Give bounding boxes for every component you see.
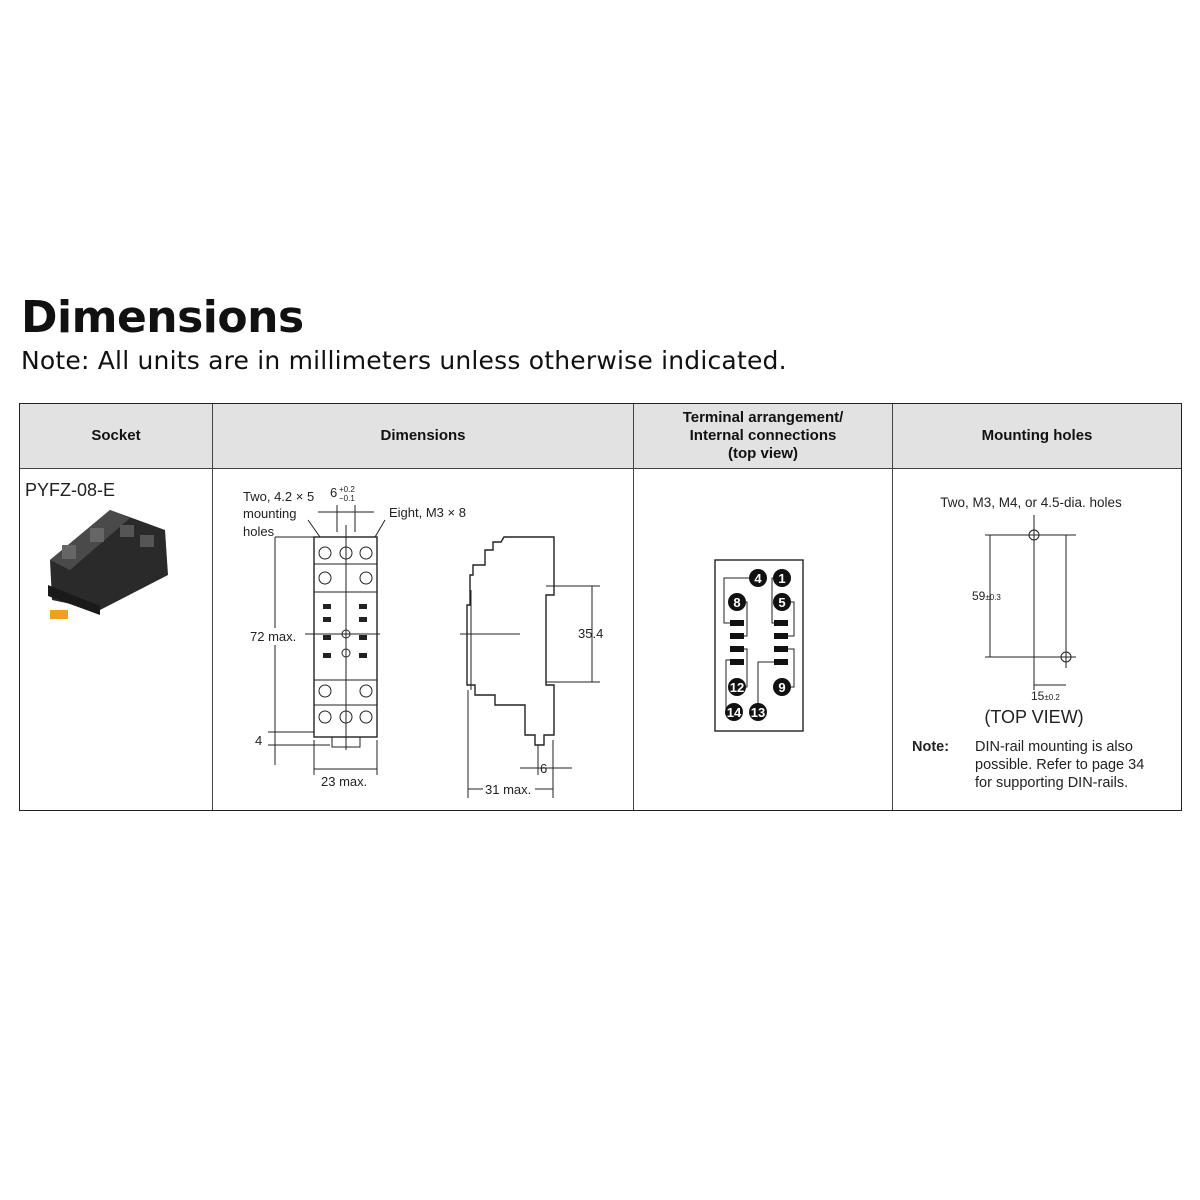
label-depth: 31 max. bbox=[485, 782, 531, 797]
terminal-pin bbox=[749, 703, 767, 721]
label-h-dim: 15±0.2 bbox=[1031, 689, 1060, 703]
terminal-number: 14 bbox=[727, 705, 742, 720]
label-mounting-holes-3: holes bbox=[243, 524, 275, 539]
terminal-pin bbox=[773, 678, 791, 696]
terminal-number: 12 bbox=[730, 680, 744, 695]
header-terminal-line1: Terminal arrangement/ bbox=[682, 409, 844, 426]
terminal-pin bbox=[773, 569, 791, 587]
header-mounting: Mounting holes bbox=[893, 404, 1181, 469]
terminal-pin bbox=[725, 703, 743, 721]
label-pitch-tol-minus: −0.1 bbox=[339, 494, 355, 503]
label-screws: Eight, M3 × 8 bbox=[389, 505, 466, 520]
terminal-pin bbox=[728, 678, 746, 696]
page-title: Dimensions bbox=[21, 292, 304, 343]
terminal-pin bbox=[728, 593, 746, 611]
note-line3: for supporting DIN-rails. bbox=[975, 775, 1128, 791]
terminal-pin bbox=[773, 593, 791, 611]
note-label: Note: bbox=[912, 739, 949, 755]
header-dimensions: Dimensions bbox=[213, 404, 634, 469]
dimensions-table: Socket Dimensions Terminal arrangement/ … bbox=[19, 403, 1182, 811]
label-holes: Two, M3, M4, or 4.5-dia. holes bbox=[940, 495, 1122, 510]
header-terminal-line3: (top view) bbox=[728, 445, 798, 462]
terminal-number: 4 bbox=[754, 571, 762, 586]
label-step: 6 bbox=[540, 761, 547, 776]
header-terminal-line2: Internal connections bbox=[689, 427, 837, 444]
units-note: Note: All units are in millimeters unles… bbox=[21, 346, 787, 375]
cell-terminal bbox=[634, 469, 893, 810]
terminal-number: 9 bbox=[778, 680, 785, 695]
label-pitch-tol-plus: +0.2 bbox=[339, 485, 355, 494]
header-terminal: Terminal arrangement/ Internal connectio… bbox=[634, 404, 893, 469]
label-v-dim: 59±0.3 bbox=[972, 589, 1001, 603]
terminal-number: 1 bbox=[778, 571, 785, 586]
note-line1: DIN-rail mounting is also bbox=[975, 739, 1133, 755]
label-top-view: (TOP VIEW) bbox=[984, 707, 1083, 727]
cell-dimensions bbox=[213, 469, 634, 810]
note-line2: possible. Refer to page 34 bbox=[975, 757, 1144, 773]
terminal-number: 5 bbox=[778, 595, 785, 610]
label-rail: 35.4 bbox=[578, 626, 603, 641]
header-socket: Socket bbox=[20, 404, 213, 469]
terminal-number: 13 bbox=[751, 705, 765, 720]
label-pitch: 6 bbox=[330, 485, 337, 500]
label-offset: 4 bbox=[255, 733, 262, 748]
mounting-holes-drawing: Two, M3, M4, or 4.5-dia. holes 59±0.3 15… bbox=[912, 495, 1144, 791]
label-mounting-holes-2: mounting bbox=[243, 506, 296, 521]
label-height: 72 max. bbox=[250, 629, 296, 644]
side-view-drawing: 35.4 6 31 max. bbox=[460, 536, 603, 798]
terminal-pin bbox=[749, 569, 767, 587]
label-mounting-holes-1: Two, 4.2 × 5 bbox=[243, 489, 314, 504]
front-view-drawing: Two, 4.2 × 5 mounting holes 6 +0.2 −0.1 … bbox=[243, 485, 466, 789]
socket-photo bbox=[48, 510, 168, 619]
terminal-number: 8 bbox=[733, 595, 740, 610]
label-width: 23 max. bbox=[321, 774, 367, 789]
socket-model: PYFZ-08-E bbox=[25, 480, 115, 500]
terminal-diagram: 4 1 8 5 12 9 14 13 bbox=[714, 559, 804, 732]
cell-socket bbox=[20, 469, 213, 810]
